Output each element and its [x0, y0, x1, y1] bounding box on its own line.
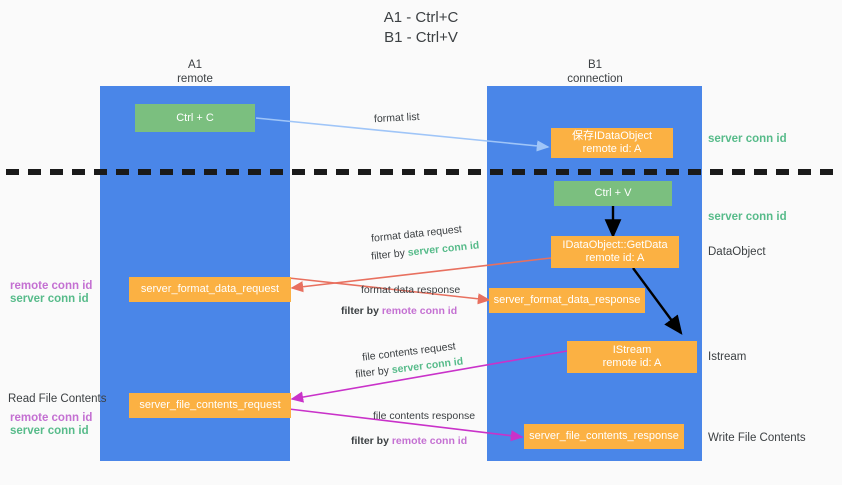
label-write-file-contents: Write File Contents [708, 432, 806, 444]
box-ctrl-c-label: Ctrl + C [176, 111, 214, 124]
filter-key-server-conn-id-1: server conn id [407, 239, 480, 259]
filter-prefix-3: filter by [354, 364, 393, 381]
box-save-idataobject-line1: 保存IDataObject [571, 130, 653, 142]
filter-prefix-1: filter by [370, 246, 409, 263]
box-server-format-data-response-label: server_format_data_response [493, 294, 641, 306]
box-ctrl-c[interactable]: Ctrl + C [135, 104, 255, 132]
filter-prefix-4: filter by [351, 435, 392, 447]
box-istream[interactable]: IStream remote id: A [567, 341, 697, 373]
column-header-b1: B1 connection [520, 58, 670, 86]
column-b1-sub: connection [567, 73, 623, 85]
box-idataobject-getdata-line1: IDataObject::GetData [562, 239, 668, 251]
box-server-file-contents-request[interactable]: server_file_contents_request [129, 393, 291, 418]
filter-prefix-2: filter by [341, 305, 382, 317]
filter-key-remote-conn-id-1: remote conn id [381, 305, 458, 317]
edge-label-format-data-response: format data response [361, 284, 461, 296]
label-remote-conn-id-1: remote conn id [10, 280, 93, 292]
label-dataobject: DataObject [708, 246, 766, 258]
box-server-file-contents-request-label: server_file_contents_request [139, 399, 281, 411]
box-idataobject-getdata[interactable]: IDataObject::GetData remote id: A [551, 236, 679, 268]
box-server-file-contents-response[interactable]: server_file_contents_response [524, 424, 684, 449]
box-ctrl-v[interactable]: Ctrl + V [554, 181, 672, 206]
label-server-conn-id-1: server conn id [10, 293, 89, 305]
label-server-conn-id-mid: server conn id [708, 211, 787, 223]
box-server-file-contents-response-label: server_file_contents_response [529, 430, 679, 442]
box-istream-line1: IStream [612, 344, 652, 356]
edge-label-format-list: format list [373, 110, 420, 126]
title-line-1: A1 - Ctrl+C [383, 9, 459, 26]
edge-label-format-data-response-filter: filter by remote conn id [341, 305, 457, 318]
column-a1-sub: remote [177, 73, 213, 85]
box-server-format-data-response[interactable]: server_format_data_response [489, 288, 645, 313]
label-server-conn-id-top: server conn id [708, 133, 787, 145]
box-server-format-data-request[interactable]: server_format_data_request [129, 277, 291, 302]
box-ctrl-v-label: Ctrl + V [594, 187, 632, 199]
label-remote-conn-id-2: remote conn id [10, 412, 93, 424]
box-save-idataobject-line2: remote id: A [582, 143, 642, 155]
label-server-conn-id-2: server conn id [10, 425, 89, 437]
edge-label-file-contents-response-filter: filter by remote conn id [351, 435, 467, 448]
box-server-format-data-request-label: server_format_data_request [140, 283, 280, 295]
column-a1-name: A1 [187, 59, 203, 71]
label-istream: Istream [708, 351, 747, 363]
column-b1-name: B1 [587, 59, 603, 71]
box-istream-line2: remote id: A [602, 357, 662, 369]
page-title: A1 - Ctrl+C B1 - Ctrl+V [0, 8, 842, 48]
box-save-idataobject[interactable]: 保存IDataObject remote id: A [551, 128, 673, 158]
column-header-a1: A1 remote [120, 58, 270, 86]
edge-label-file-contents-response: file contents response [373, 410, 476, 422]
box-idataobject-getdata-line2: remote id: A [585, 252, 645, 264]
title-line-2: B1 - Ctrl+V [384, 29, 458, 46]
label-read-file-contents: Read File Contents [8, 393, 107, 405]
filter-key-remote-conn-id-2: remote conn id [391, 435, 468, 447]
